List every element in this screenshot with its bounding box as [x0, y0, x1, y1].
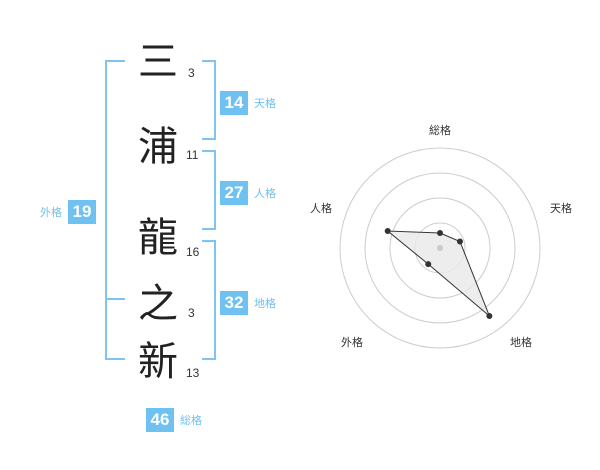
radar-ring: [364, 172, 516, 324]
gaikaku-value: 19: [68, 200, 96, 224]
radar-point-1: [456, 238, 463, 245]
radar-center-dot: [437, 245, 443, 251]
radar-point-4: [384, 228, 391, 235]
jinkaku-score: 27 人格: [220, 181, 276, 205]
stroke-count-1: 3: [188, 66, 195, 80]
tenkaku-value: 14: [220, 91, 248, 115]
soukaku-label: 総格: [180, 414, 202, 427]
name-char-1: 三: [138, 39, 178, 85]
stroke-count-4: 3: [188, 306, 195, 320]
tenkaku-bracket: [202, 60, 216, 140]
name-char-5: 新: [138, 339, 178, 385]
name-char-4: 之: [138, 281, 178, 327]
radar-point-0: [437, 230, 443, 236]
chikaku-bracket: [202, 240, 216, 360]
tenkaku-label: 天格: [254, 97, 276, 110]
radar-points: [384, 228, 493, 319]
gaikaku-bracket: [105, 60, 125, 360]
chikaku-score: 32 地格: [220, 291, 276, 315]
radar-label-chikaku: 地格: [510, 335, 532, 349]
stroke-count-5: 13: [186, 366, 200, 380]
stroke-count-3: 16: [186, 245, 200, 259]
gaikaku-label: 外格: [40, 206, 62, 219]
radar-label-tenkaku: 天格: [550, 201, 572, 215]
radar-label-jinkaku: 人格: [310, 201, 332, 215]
chikaku-label: 地格: [254, 297, 276, 310]
soukaku-score: 46 総格: [146, 408, 202, 432]
fortune-radar-chart: 総格 天格 地格 外格 人格: [310, 123, 572, 349]
tenkaku-score: 14 天格: [220, 91, 276, 115]
gaikaku-score: 外格 19: [40, 200, 96, 224]
radar-ring: [339, 147, 541, 349]
radar-label-soukaku: 総格: [429, 123, 451, 137]
chikaku-value: 32: [220, 291, 248, 315]
radar-ring: [389, 197, 491, 299]
radar-label-gaikaku: 外格: [341, 335, 363, 349]
name-char-2: 浦: [138, 124, 178, 170]
radar-shape: [386, 230, 490, 317]
name-char-3: 龍: [138, 215, 178, 261]
radar-point-3: [425, 261, 432, 268]
stroke-count-2: 11: [186, 148, 199, 162]
radar-point-2: [486, 312, 493, 319]
soukaku-value: 46: [146, 408, 174, 432]
jinkaku-value: 27: [220, 181, 248, 205]
gaikaku-bracket-tick: [105, 298, 125, 300]
jinkaku-label: 人格: [254, 187, 276, 200]
jinkaku-bracket: [202, 150, 216, 230]
